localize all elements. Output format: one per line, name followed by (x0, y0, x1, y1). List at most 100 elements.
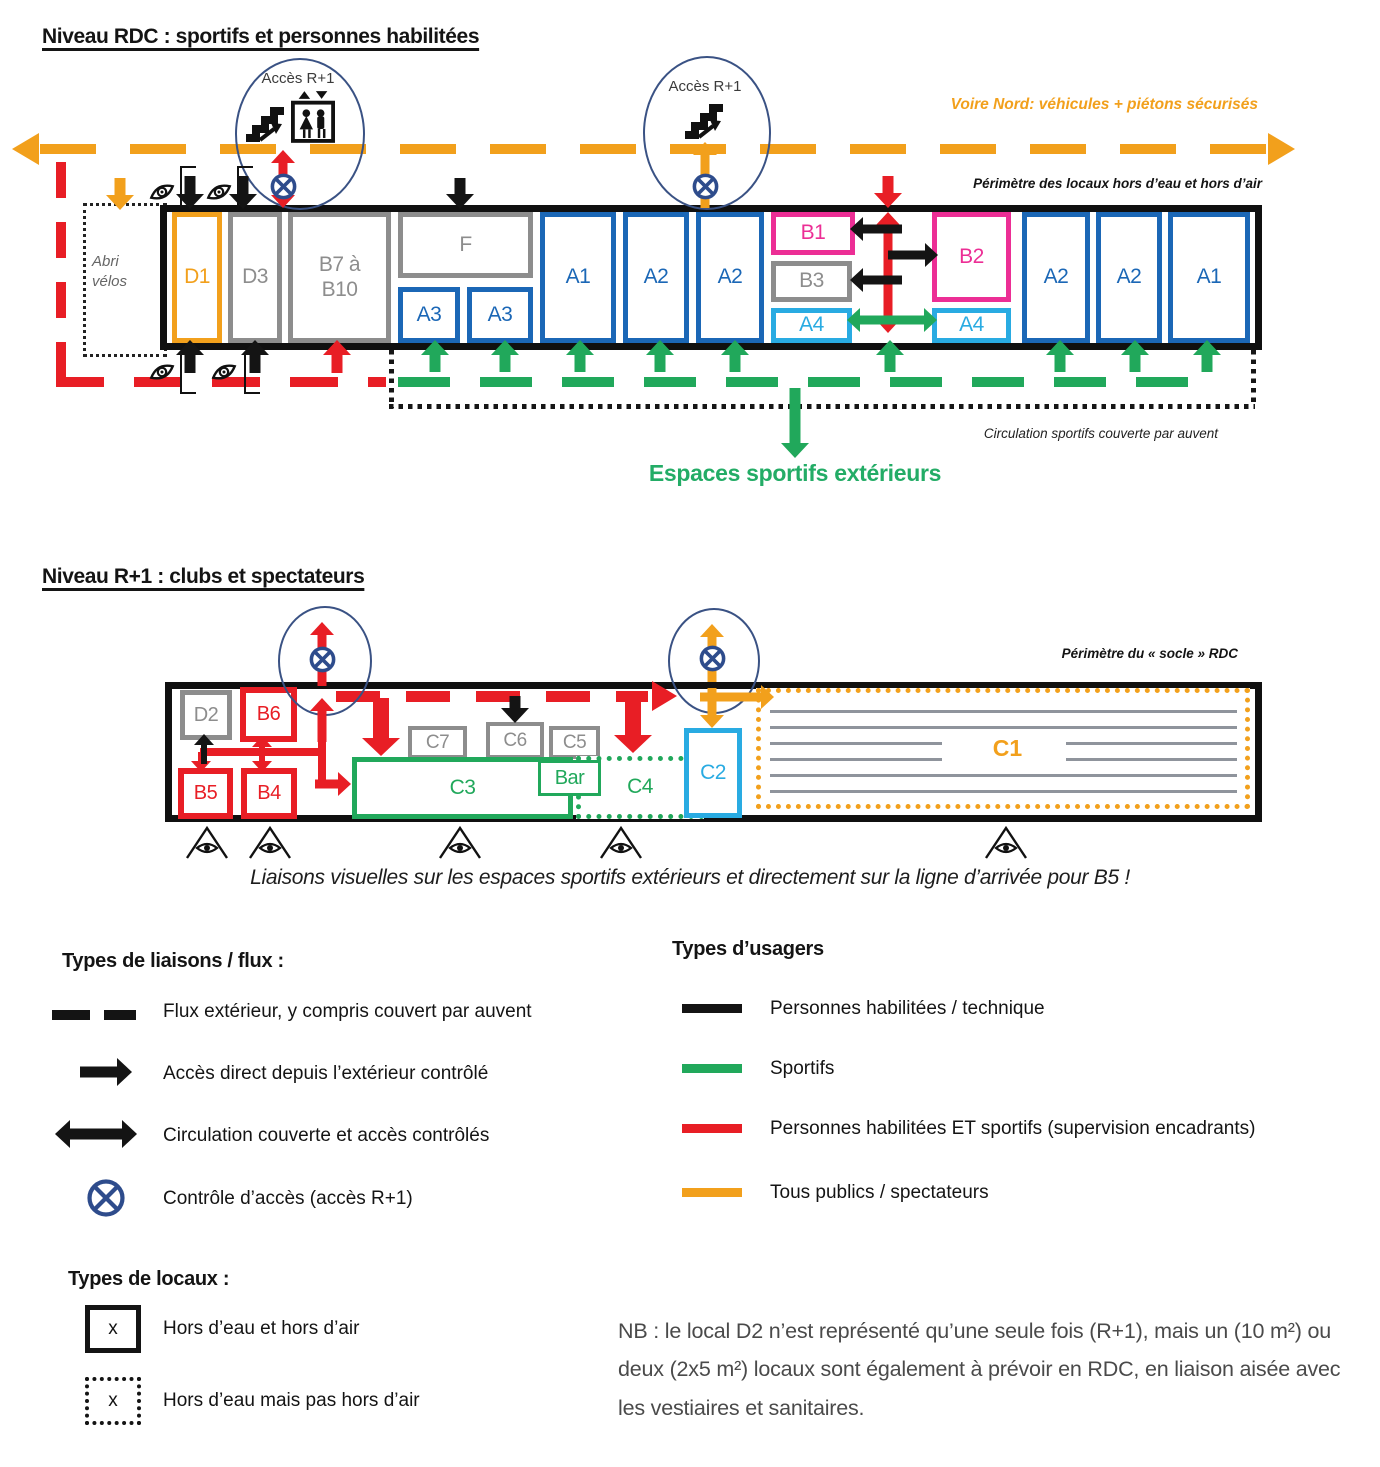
r1-red-arrow-b4 (252, 752, 272, 772)
r1-caption: Liaisons visuelles sur les espaces sport… (250, 866, 1130, 889)
usager-line-red (682, 1124, 742, 1133)
sportif-arrow (721, 340, 749, 372)
sportif-arrow (1046, 340, 1074, 372)
solid-room-box-icon: x (85, 1305, 141, 1353)
tribune-line (770, 742, 942, 745)
auvent-dotted-right (1251, 350, 1256, 407)
voie-nord-arrow-left-icon (12, 133, 39, 165)
entry-arrow-black (176, 176, 204, 209)
r1-red-line (318, 738, 326, 784)
tribune-line (770, 710, 1237, 713)
voie-nord-arrow-right-icon (1268, 133, 1295, 165)
room-b7-b10: B7 à B10 (288, 212, 391, 343)
room-b3: B3 (771, 261, 852, 302)
r1-black-arrow-c6 (501, 696, 529, 723)
dashed-flux-icon (52, 1010, 90, 1020)
view-cone-eye-icon (983, 824, 1029, 860)
room-a1-2: A1 (1168, 212, 1250, 343)
room-b4: B4 (241, 768, 297, 819)
rdc-access1-circle (235, 58, 365, 210)
room-c7: C7 (408, 726, 467, 759)
nb-note: NB : le local D2 n’est représenté qu’une… (618, 1319, 1341, 1420)
stairs-icon (683, 100, 727, 140)
view-cone-eye-icon (598, 824, 644, 860)
bracket-mark (244, 352, 260, 394)
dotted-room-box-icon: x (85, 1377, 141, 1425)
r1-red-dashed (336, 691, 648, 702)
sportif-arrow (876, 340, 904, 372)
direct-access-arrow-icon (80, 1058, 132, 1086)
camera-eye-icon (146, 358, 178, 386)
rdc-title: Niveau RDC : sportifs et personnes habil… (42, 25, 480, 48)
tribune-line (770, 774, 1237, 777)
red-flux-dashed-vertical (56, 162, 66, 380)
legend-liaisons-item: Flux extérieur, y compris couvert par au… (163, 1001, 532, 1022)
view-cone-eye-icon (437, 824, 483, 860)
tribune-line (1066, 758, 1237, 761)
bracket-mark (180, 352, 196, 394)
room-b2: B2 (932, 212, 1011, 302)
room-a2-4: A2 (1096, 212, 1162, 343)
exit-arrow-red (323, 340, 351, 373)
view-cone-eye-icon (247, 824, 293, 860)
usager-line-orange (682, 1188, 742, 1197)
r1-orange-arrow-c2 (700, 688, 724, 728)
entry-arrow-orange (106, 178, 134, 210)
room-b5: B5 (178, 768, 233, 819)
room-a3-1: A3 (398, 287, 460, 343)
sportif-arrow (421, 340, 449, 372)
legend-liaisons-item: Contrôle d’accès (accès R+1) (163, 1188, 413, 1209)
sportif-arrow (566, 340, 594, 372)
r1-red-down-arrow-c3 (362, 698, 400, 756)
room-a2-2: A2 (696, 212, 764, 343)
dashed-flux-icon (104, 1010, 136, 1020)
corridor-black-arrow-right (888, 243, 938, 267)
bracket-mark (180, 166, 196, 208)
room-b1: B1 (771, 212, 855, 255)
r1-red-bend-arrow (315, 772, 351, 796)
usager-line-black (682, 1004, 742, 1013)
room-d2: D2 (180, 690, 232, 740)
legend-liaisons-item: Accès direct depuis l’extérieur contrôlé (163, 1063, 489, 1084)
access-control-icon (692, 173, 719, 200)
room-b6: B6 (240, 687, 297, 742)
room-c2: C2 (684, 728, 742, 818)
legend-usagers-item: Sportifs (770, 1058, 835, 1079)
camera-eye-icon (146, 178, 178, 206)
tribune-line (770, 726, 1237, 729)
room-c1-label: C1 (992, 735, 1023, 761)
room-a4-1: A4 (771, 308, 852, 343)
room-c6: C6 (486, 722, 544, 759)
camera-eye-icon (203, 178, 235, 206)
sportif-arrow (646, 340, 674, 372)
tribune-line (770, 758, 942, 761)
room-c5: C5 (549, 726, 600, 759)
exit-arrow-black (241, 340, 269, 373)
entry-arrow-black (229, 176, 257, 209)
r1-orange-arrow-c1 (700, 685, 774, 709)
auvent-dotted-left (389, 350, 394, 408)
legend-usagers-item: Tous publics / spectateurs (770, 1182, 989, 1203)
legend-usagers-item: Personnes habilitées / technique (770, 998, 1045, 1019)
corridor-black-arrow-left (850, 268, 902, 292)
view-cone-eye-icon (184, 824, 230, 860)
voie-nord-label: Voire Nord: véhicules + piétons sécurisé… (950, 96, 1258, 113)
usager-line-green (682, 1064, 742, 1073)
green-flux-dashed (398, 377, 1216, 387)
access-control-icon (309, 646, 336, 673)
room-c1-box (756, 688, 1250, 809)
room-a2-3: A2 (1022, 212, 1090, 343)
legend-usagers-item: Personnes habilitées ET sportifs (superv… (770, 1118, 1256, 1139)
sportif-arrow (1193, 340, 1221, 372)
entry-arrow-red (874, 176, 902, 208)
stairs-icon (244, 103, 288, 143)
room-f: F (398, 212, 533, 278)
access-control-icon (699, 645, 726, 672)
tribune-line (770, 790, 1237, 793)
room-d3: D3 (228, 212, 282, 343)
corridor-green-arrow (847, 308, 937, 332)
room-d1: D1 (172, 212, 222, 343)
rdc-access2-circle (643, 56, 771, 210)
room-bar: Bar (538, 760, 601, 796)
